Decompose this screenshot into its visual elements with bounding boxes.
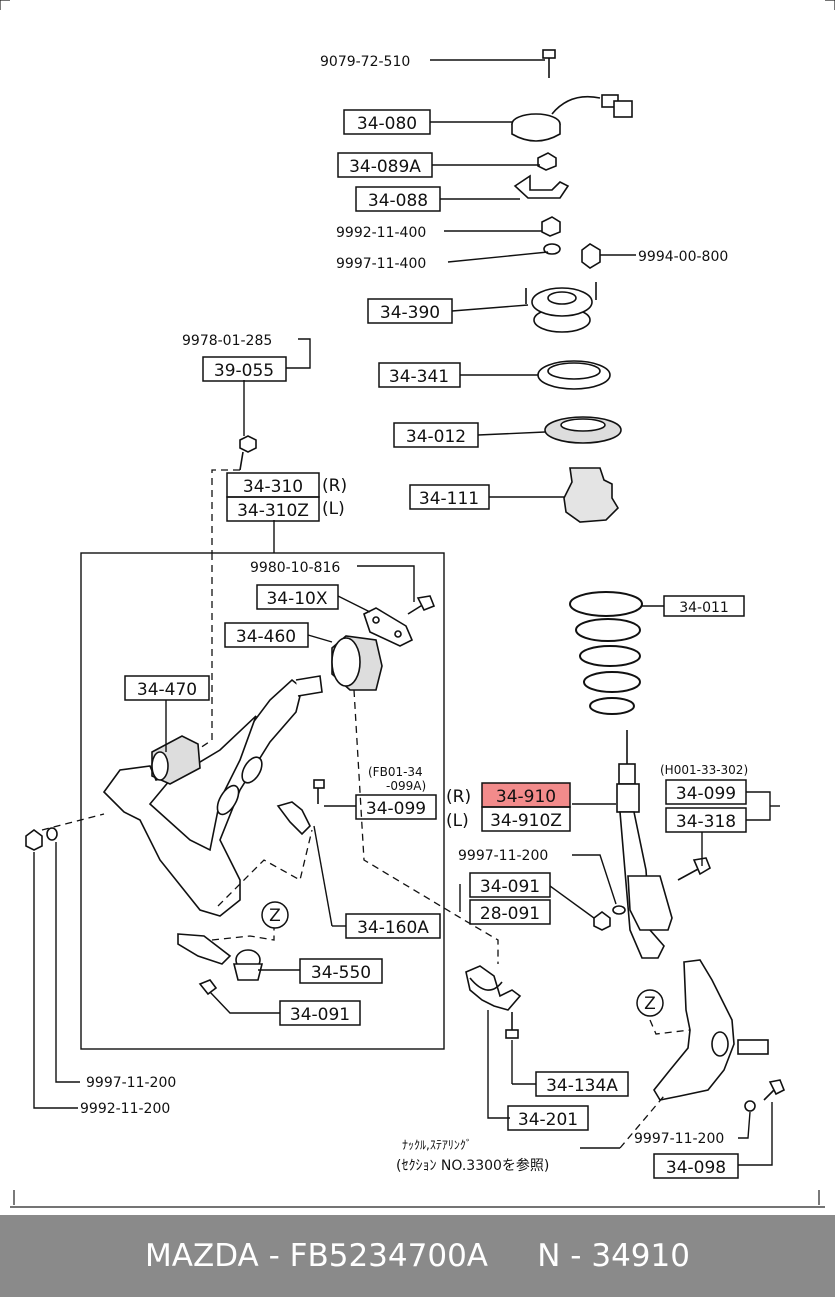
svg-text:34-099: 34-099 xyxy=(676,784,736,804)
svg-text:34-390: 34-390 xyxy=(380,303,440,323)
part-label-34-099-left[interactable]: 34-099 xyxy=(355,794,437,820)
svg-text:34-910: 34-910 xyxy=(496,787,556,807)
side-label-r-shock: (R) xyxy=(446,787,471,807)
callout-z-left: Z xyxy=(261,901,289,929)
part-label-34-080[interactable]: 34-080 xyxy=(343,109,431,135)
part-label-34-111[interactable]: 34-111 xyxy=(409,484,490,510)
svg-text:34-011: 34-011 xyxy=(679,600,729,616)
part-label-34-310[interactable]: 34-310 xyxy=(226,472,320,498)
screw-9997-11-200-left: 9997-11-200 xyxy=(86,1075,176,1091)
callout-z-right: Z xyxy=(636,989,664,1017)
screw-9992-11-200-left: 9992-11-200 xyxy=(80,1101,170,1117)
svg-text:34-012: 34-012 xyxy=(406,427,466,447)
svg-text:34-098: 34-098 xyxy=(666,1158,726,1178)
dashed-lines xyxy=(41,469,691,1149)
part-label-34-550[interactable]: 34-550 xyxy=(299,958,383,984)
part-label-34-134a[interactable]: 34-134A xyxy=(535,1071,629,1097)
part-label-34-318[interactable]: 34-318 xyxy=(665,807,747,833)
part-label-34-460[interactable]: 34-460 xyxy=(224,622,309,648)
side-label-r: (R) xyxy=(322,476,347,496)
part-labels[interactable]: 34-080 34-089A 34-088 34-390 39-055 34-3… xyxy=(124,109,747,1179)
svg-text:34-470: 34-470 xyxy=(137,680,197,700)
screw-9994-00-800: 9994-00-800 xyxy=(638,249,728,265)
screw-9997-11-200-mid: 9997-11-200 xyxy=(458,848,548,864)
part-label-34-310z[interactable]: 34-310Z xyxy=(226,496,320,522)
part-label-34-011[interactable]: 34-011 xyxy=(663,595,745,617)
note-reference-1: ﾅｯｸﾙ,ｽﾃｱﾘﾝｸﾞ xyxy=(402,1138,472,1152)
part-label-34-088[interactable]: 34-088 xyxy=(355,186,441,212)
svg-text:Z: Z xyxy=(644,994,656,1014)
svg-text:34-310Z: 34-310Z xyxy=(237,501,309,521)
svg-text:34-201: 34-201 xyxy=(518,1110,578,1130)
svg-text:34-910Z: 34-910Z xyxy=(490,811,562,831)
part-label-34-910z[interactable]: 34-910Z xyxy=(481,806,571,832)
svg-text:34-318: 34-318 xyxy=(676,812,736,832)
screw-9980-10-816: 9980-10-816 xyxy=(250,560,340,576)
screw-labels: 9079-72-510 9992-11-400 9997-11-400 9994… xyxy=(80,54,748,1174)
part-label-34-091-mid[interactable]: 34-091 xyxy=(469,872,551,898)
part-label-34-341[interactable]: 34-341 xyxy=(378,362,461,388)
part-label-34-201[interactable]: 34-201 xyxy=(507,1105,589,1131)
part-label-34-10x[interactable]: 34-10X xyxy=(256,584,339,610)
screw-9978-01-285: 9978-01-285 xyxy=(182,333,272,349)
note-h001: (H001-33-302) xyxy=(660,763,748,777)
part-label-34-390[interactable]: 34-390 xyxy=(367,298,453,324)
svg-text:34-10X: 34-10X xyxy=(266,589,327,609)
part-label-34-098[interactable]: 34-098 xyxy=(653,1153,739,1179)
svg-text:34-099: 34-099 xyxy=(366,799,426,819)
svg-text:34-160A: 34-160A xyxy=(357,918,429,938)
svg-text:34-111: 34-111 xyxy=(419,489,479,509)
part-label-39-055[interactable]: 39-055 xyxy=(202,356,287,382)
part-label-34-160a[interactable]: 34-160A xyxy=(345,913,441,939)
svg-text:39-055: 39-055 xyxy=(214,361,274,381)
part-drawings xyxy=(25,49,786,1112)
part-label-34-470[interactable]: 34-470 xyxy=(124,675,210,701)
screw-9997-11-200-right: 9997-11-200 xyxy=(634,1131,724,1147)
side-label-l-shock: (L) xyxy=(446,811,469,831)
svg-text:34-310: 34-310 xyxy=(243,477,303,497)
part-label-34-012[interactable]: 34-012 xyxy=(393,422,479,448)
parts-diagram: Z Z 9079-72-510 9992-11-400 9997-11-400 … xyxy=(0,0,835,1208)
svg-text:34-089A: 34-089A xyxy=(349,157,421,177)
screw-9997-11-400: 9997-11-400 xyxy=(336,256,426,272)
note-fb01-b: -099A) xyxy=(386,779,426,793)
svg-text:Z: Z xyxy=(269,906,281,926)
svg-text:34-091: 34-091 xyxy=(290,1005,350,1025)
footer-bar: MAZDA - FB5234700A N - 34910 xyxy=(0,1215,835,1297)
part-label-28-091[interactable]: 28-091 xyxy=(469,899,551,925)
screw-9992-11-400: 9992-11-400 xyxy=(336,225,426,241)
part-label-34-089a[interactable]: 34-089A xyxy=(337,152,433,178)
footer-part-number: MAZDA - FB5234700A N - 34910 xyxy=(145,1238,690,1274)
part-label-34-099-right[interactable]: 34-099 xyxy=(665,779,747,805)
leader-lines xyxy=(33,59,780,1166)
screw-9079-72-510: 9079-72-510 xyxy=(320,54,410,70)
part-label-34-091-left[interactable]: 34-091 xyxy=(279,1000,361,1026)
svg-text:34-460: 34-460 xyxy=(236,627,296,647)
svg-text:34-134A: 34-134A xyxy=(546,1076,618,1096)
svg-text:34-091: 34-091 xyxy=(480,877,540,897)
svg-text:34-550: 34-550 xyxy=(311,963,371,983)
note-fb01-a: (FB01-34 xyxy=(368,765,423,779)
svg-text:34-088: 34-088 xyxy=(368,191,428,211)
side-label-l: (L) xyxy=(322,499,345,519)
highlight-34-910 xyxy=(482,783,570,807)
svg-text:28-091: 28-091 xyxy=(480,904,540,924)
note-reference-2: (ｾｸｼｮﾝ NO.3300を参照) xyxy=(396,1157,549,1174)
svg-text:34-341: 34-341 xyxy=(389,367,449,387)
svg-text:34-080: 34-080 xyxy=(357,114,417,134)
